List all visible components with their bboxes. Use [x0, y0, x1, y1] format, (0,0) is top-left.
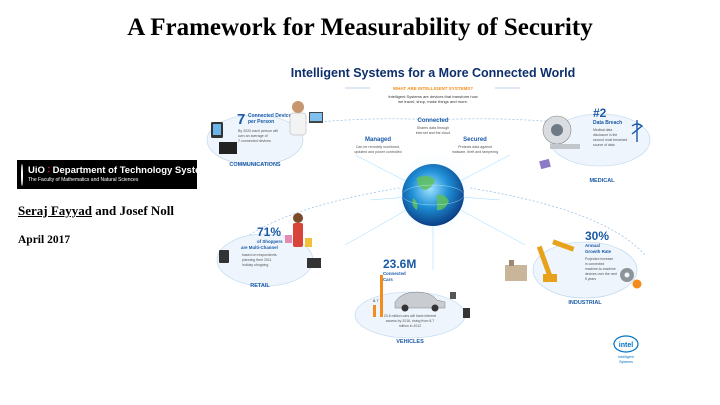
intelligent-systems-infographic: Intelligent Systems for a More Connected… [206, 66, 651, 364]
industrial-heading-2: Growth Rate [585, 249, 612, 254]
retail-heading-1: of Shoppers [257, 239, 283, 244]
retail-desc-1: based on respondents [242, 253, 277, 257]
vehicles-bar-2012 [373, 305, 376, 317]
vehicles-big: 23.6M [383, 257, 416, 271]
shopping-bag-icon [285, 235, 292, 243]
retail-desc-2: planning their 2011 [242, 258, 272, 262]
industrial-desc-2: in connected [585, 262, 604, 266]
retail-heading-2: are Multi-Channel [241, 245, 278, 250]
author-secondary: Josef Noll [119, 203, 175, 218]
managed-line-2: updated and power controlled [354, 150, 401, 154]
intel-tag-2: Systems [619, 360, 633, 364]
uio-seal-icon [21, 163, 23, 186]
medical-desc-3: second most breached [593, 138, 627, 142]
person-icon [292, 101, 304, 113]
communications-heading-2: per Person [248, 119, 274, 125]
screen-icon [307, 258, 321, 268]
industrial-heading-1: Annual [585, 243, 600, 248]
slide-date: April 2017 [18, 234, 71, 246]
connected-label: Connected [417, 118, 448, 124]
globe-icon [402, 164, 464, 226]
vehicles-desc-1: 23.6 million cars will have internet [384, 314, 436, 318]
industrial-big: 30% [585, 229, 609, 243]
industrial-desc-4: devices over the next [585, 272, 617, 276]
vehicles-heading-2: Cars [383, 277, 393, 282]
connected-line-2: internet and the cloud [416, 131, 451, 135]
pill-bottle-icon [539, 158, 551, 170]
vehicles-bar-2016 [380, 275, 383, 317]
medical-desc-1: Medical data [593, 128, 612, 132]
communications-big: 7 [237, 111, 245, 128]
tablet-icon [219, 142, 237, 154]
managed-line-1: Can be remotely monitored, [356, 145, 400, 149]
gas-pump-icon [450, 292, 456, 299]
communications-desc-1: By 2020 each person will [238, 129, 278, 133]
retail-panel: 71% of Shoppers are Multi-Channel based … [216, 213, 321, 289]
mobile-icon [219, 250, 229, 263]
caduceus-icon [631, 120, 644, 142]
secured-label: Secured [463, 137, 487, 143]
intel-tag-1: Intelligent [618, 355, 633, 359]
logo-line-1: UiO ∶ Department of Technology Systems [28, 165, 215, 177]
what-label: WHAT ARE INTELLIGENT SYSTEMS? [393, 86, 473, 91]
vehicles-label: VEHICLES [396, 339, 424, 345]
factory-icon [505, 265, 527, 281]
intel-logo: intel Intelligent Systems [613, 335, 639, 364]
secured-line-1: Protects data against [458, 145, 492, 149]
communications-label: COMMUNICATIONS [229, 162, 281, 168]
communications-desc-3: 7 connected devices [238, 139, 271, 143]
communications-panel: 7 Connected Devices per Person By 2020 e… [206, 101, 323, 168]
managed-label: Managed [365, 137, 391, 143]
medical-big: #2 [593, 106, 607, 120]
slide-title: A Framework for Measurability of Securit… [127, 14, 593, 41]
infographic-heading: Intelligent Systems for a More Connected… [291, 66, 576, 80]
vehicles-heading-1: Connected [383, 271, 406, 276]
industrial-desc-3: machine-to-machine [585, 267, 616, 271]
author-connector: and [92, 203, 120, 218]
medical-desc-4: source of data [593, 143, 615, 147]
car-icon [394, 291, 446, 309]
intel-brand: intel [619, 342, 633, 349]
vehicles-panel: 23.6M Connected Cars 8.7 23.6 million ca… [354, 257, 470, 345]
connected-line-1: Shares data through [417, 126, 450, 130]
medical-label: MEDICAL [589, 178, 615, 184]
vehicles-bar-value: 8.7 [373, 298, 379, 303]
industrial-label: INDUSTRIAL [568, 300, 602, 306]
logo-text: UiO ∶ Department of Technology Systems T… [28, 166, 214, 183]
vehicles-desc-2: access by 2016, rising from 8.7 [386, 319, 434, 323]
robot-arm-icon [536, 239, 575, 282]
industrial-desc-5: 5 years [585, 277, 596, 281]
retail-label: RETAIL [250, 283, 270, 289]
retail-desc-3: holiday shopping [242, 263, 268, 267]
vehicles-desc-3: million in 2012 [399, 324, 421, 328]
author-primary: Seraj Fayyad [18, 203, 93, 218]
communications-desc-2: own an average of [238, 134, 268, 138]
medical-desc-2: disclosure is the [593, 133, 617, 137]
shopper-icon [293, 213, 303, 223]
definition-line-1: Intelligent Systems are devices that tra… [388, 94, 477, 99]
definition-line-2: we travel, shop, make things and more. [398, 99, 468, 104]
communications-heading-1: Connected Devices [248, 113, 294, 119]
industrial-desc-1: Projected increase [585, 257, 613, 261]
retail-big: 71% [257, 225, 281, 239]
secured-line-2: malware, theft and tampering [452, 150, 499, 154]
authors: Seraj Fayyad and Josef Noll [18, 203, 174, 219]
medical-heading: Data Breach [593, 120, 622, 126]
logo-line-2: The Faculty of Mathematics and Natural S… [28, 176, 139, 183]
medical-panel: #2 Data Breach Medical data disclosure i… [539, 106, 651, 184]
industrial-panel: 30% Annual Growth Rate Projected increas… [505, 229, 642, 306]
uio-logo: UiO ∶ Department of Technology Systems T… [17, 160, 214, 189]
